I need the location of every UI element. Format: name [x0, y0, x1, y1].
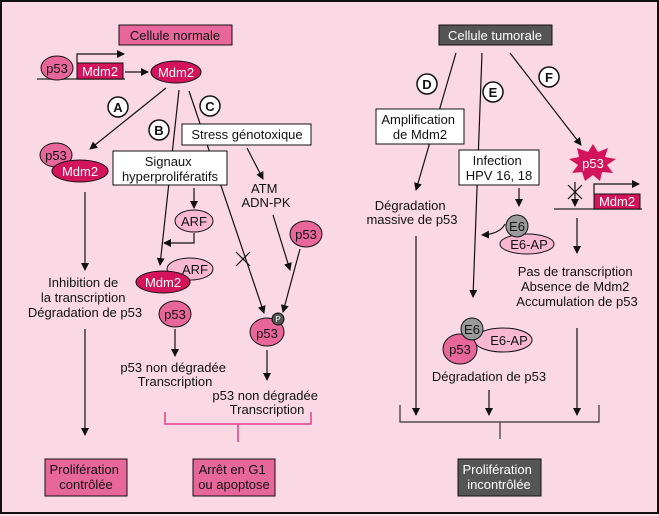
inhibition-cross-f [567, 184, 583, 200]
svg-text:Amplification de Mdm2: Amplification de Mdm2 [381, 112, 458, 142]
mdm2-protein: Mdm2 [150, 60, 202, 84]
p53-on-gene-label: p53 [46, 61, 68, 76]
mdm2-gene-label: Mdm2 [82, 64, 118, 79]
label-c-text: C [205, 99, 215, 114]
mdm2-gene-tumor-label: Mdm2 [599, 194, 635, 209]
label-a-text: A [113, 100, 123, 115]
label-b-text: B [154, 123, 163, 138]
p53-phospho-label: p53 [256, 326, 278, 341]
p53-mdm2-complex: p53 Mdm2 [39, 142, 109, 183]
e6ap-label: E6-AP [510, 237, 548, 252]
outcome-controlled-proliferation: Prolifération contrôlée [44, 458, 128, 497]
arrow-path-f [509, 52, 582, 146]
bracket-d-e-f [399, 405, 600, 423]
p53-free: p53 [289, 220, 323, 248]
arrow-arf-to-mdm2 [163, 233, 195, 247]
title-normal-cell-text: Cellule normale [130, 28, 220, 43]
complex-e-e6: E6 [464, 322, 480, 337]
arrow-stress-to-atm [246, 147, 264, 180]
label-a: A [107, 96, 129, 118]
b-result-text: p53 non dégradée Transcription [120, 360, 229, 389]
complex-e-e6ap: E6-AP [490, 333, 528, 348]
complex-e-p53: p53 [449, 342, 471, 357]
label-b: B [148, 119, 170, 141]
label-c: C [199, 95, 221, 117]
arrow-atm-to-p53 [272, 214, 292, 271]
arrow-path-a [89, 87, 167, 150]
box-hyperproliferative-signals: Signaux hyperprolifératifs [112, 150, 228, 186]
atm-adnpk-text: ATM ADN-PK [241, 181, 290, 210]
e6-e6ap-complex: E6-AP E6 [499, 214, 555, 255]
arrow-p53-to-phospho [280, 248, 301, 313]
transcription-start-arrow-tumor [593, 180, 640, 194]
label-d: D [416, 73, 438, 95]
complex-b-arf: ARF [182, 262, 208, 277]
f-result-text: Pas de transcription Absence de Mdm2 Acc… [516, 264, 637, 309]
inhibition-text: Inhibition de la transcription Dégradati… [28, 275, 142, 320]
p53-free-label: p53 [295, 227, 317, 242]
mutant-p53-label: p53 [582, 156, 604, 171]
complex-a-p53: p53 [45, 148, 67, 163]
label-e: E [482, 81, 504, 103]
box-hpv-infection: Infection HPV 16, 18 [458, 149, 540, 186]
box-genotoxic-stress: Stress génotoxique [181, 123, 312, 146]
left-panel-normal-cell: Cellule normale Mdm2 p53 Mdm2 A p53 Mdm2 [28, 24, 323, 497]
phosphate-label: P [275, 315, 280, 324]
title-tumor-cell: Cellule tumorale [438, 24, 553, 46]
title-normal-cell: Cellule normale [118, 24, 233, 46]
arrow-e6-to-path [481, 223, 506, 239]
p53-on-gene [40, 55, 74, 81]
svg-text:Infection HPV 16, 18: Infection HPV 16, 18 [466, 153, 533, 183]
c-result-text: p53 non dégradée Transcription [212, 388, 321, 417]
mutant-p53-starburst: p53 [569, 144, 616, 181]
outcome-uncontrolled-proliferation: Prolifération incontrôlée [457, 458, 542, 497]
svg-text:Prolifération contrôlé: Prolifération contrôlée [50, 462, 123, 492]
label-f: F [538, 66, 560, 88]
mdm2-gene-promoter: Mdm2 p53 [37, 50, 125, 81]
box-mdm2-amplification: Amplification de Mdm2 [375, 108, 465, 145]
inhibition-cross [235, 251, 251, 267]
label-d-text: D [422, 77, 431, 92]
arf-protein: ARF [174, 209, 214, 233]
p53-e6-e6ap-complex: E6-AP p53 E6 [442, 317, 533, 365]
e6-label: E6 [509, 219, 525, 234]
p53-released-b-label: p53 [164, 307, 186, 322]
massive-degradation-text: Dégradation massive de p53 [366, 198, 457, 227]
svg-text:Arrêt en G1 ou apoptos: Arrêt en G1 ou apoptose [198, 462, 270, 492]
phosphate-icon [271, 312, 285, 326]
mdm2-gene-box [76, 62, 124, 80]
arf-mdm2-complex: ARF Mdm2 [135, 257, 214, 294]
box-genotoxic-stress-text: Stress génotoxique [191, 127, 302, 142]
p53-phosphorylated: p53 P [249, 312, 285, 347]
right-panel-tumor-cell: Cellule tumorale D Amplification de Mdm2… [366, 24, 642, 497]
title-tumor-cell-text: Cellule tumorale [448, 28, 542, 43]
svg-text:Signaux hyperproliféra: Signaux hyperprolifératifs [122, 154, 219, 184]
degradation-text: Dégradation de p53 [432, 369, 546, 384]
label-f-text: F [545, 70, 553, 85]
complex-a-mdm2: Mdm2 [62, 164, 98, 179]
complex-b-mdm2: Mdm2 [145, 275, 181, 290]
mdm2-protein-label: Mdm2 [158, 65, 194, 80]
p53-released-b: p53 [158, 300, 192, 328]
outcome-g1-arrest-apoptosis: Arrêt en G1 ou apoptose [192, 458, 276, 497]
label-e-text: E [489, 85, 498, 100]
transcription-start-arrow [76, 50, 125, 63]
mdm2-gene-tumor: Mdm2 [554, 180, 642, 210]
arf-label: ARF [181, 214, 207, 229]
svg-text:Prolifération incontrô: Prolifération incontrôlée [463, 462, 536, 492]
